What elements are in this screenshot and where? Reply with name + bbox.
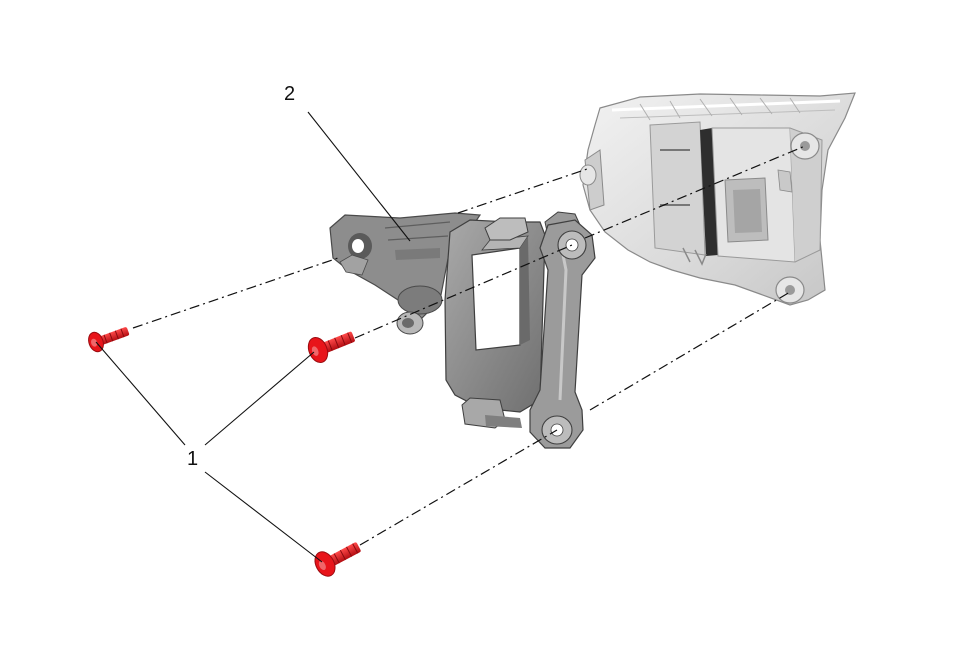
callout-label-1: 1 (187, 448, 198, 470)
axis-line-bottom-screw (359, 429, 558, 546)
leader-lines (95, 111, 411, 563)
axis-line-rail-module-lower (589, 291, 791, 411)
leader-line-2 (307, 111, 411, 242)
alignment-axes (132, 145, 806, 546)
fastener-middle (307, 331, 355, 364)
leader-line-1-bottom (204, 471, 323, 563)
fastener-top-left (88, 327, 130, 353)
axis-line-top-screw (132, 257, 339, 329)
leader-line-1-middle (204, 351, 315, 446)
mounting-bracket (329, 211, 596, 449)
fastener-bottom (314, 542, 361, 577)
callout-label-2: 2 (284, 83, 295, 105)
axis-line-bracket-module-upper (457, 167, 591, 214)
module-housing (579, 92, 856, 306)
leader-line-1-top (95, 341, 186, 446)
